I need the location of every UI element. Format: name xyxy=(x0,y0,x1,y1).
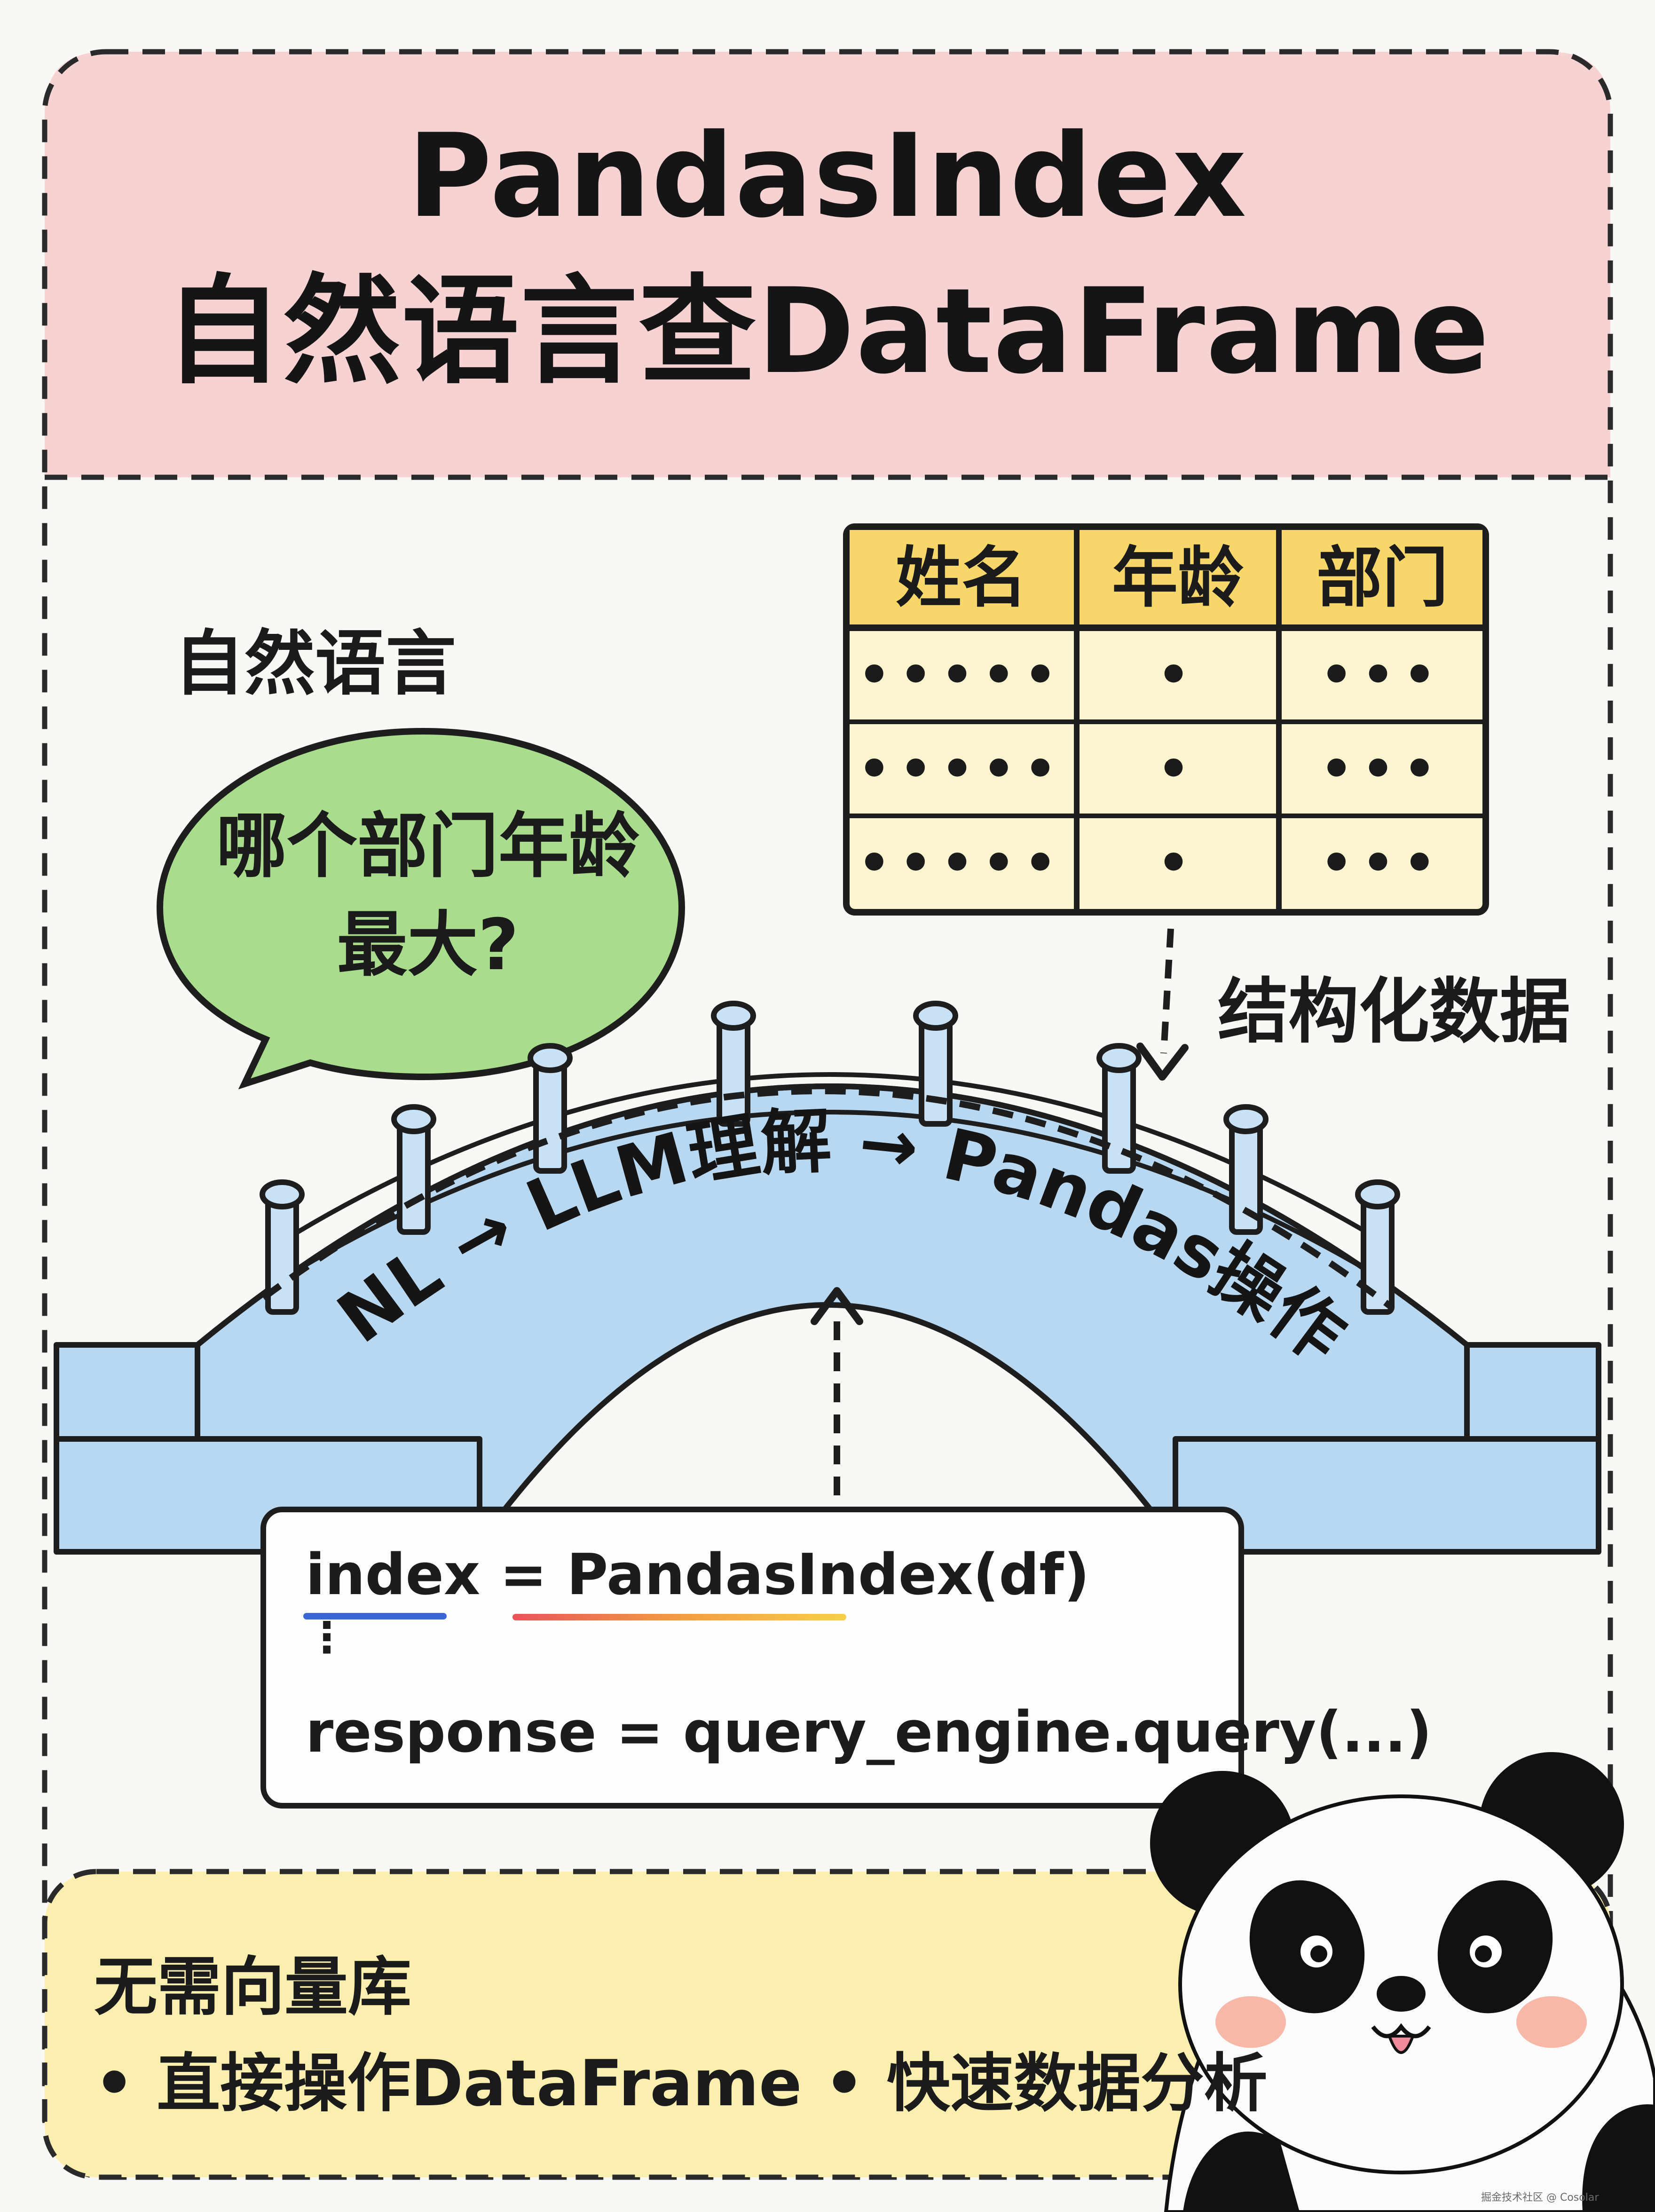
table-cell: ••• xyxy=(1320,645,1445,705)
panda-illustration xyxy=(1150,1752,1655,2212)
table-cell: • xyxy=(1157,739,1199,799)
code-line-response: response = query_engine.query(...) xyxy=(306,1700,1432,1765)
table-header-name: 姓名 xyxy=(895,540,1027,616)
table-cell: ••• xyxy=(1320,833,1445,893)
table-cell: ••••• xyxy=(858,645,1065,705)
table-cell: ••••• xyxy=(858,833,1065,893)
data-table xyxy=(843,523,1489,916)
speech-bubble-question: 哪个部门年龄最大? xyxy=(216,806,639,986)
structured-data-arrow xyxy=(1136,928,1189,1081)
table-cell: ••• xyxy=(1320,739,1445,799)
code-to-bridge-arrow xyxy=(811,1287,863,1495)
watermark: 掘金技术社区 @ Cosolar xyxy=(1481,2192,1599,2204)
code-box xyxy=(260,1507,1244,1809)
index-underline xyxy=(303,1613,447,1620)
speech-bubble xyxy=(156,727,686,1090)
pandasindex-underline xyxy=(512,1614,846,1620)
bridge xyxy=(54,1001,1601,1555)
code-line-index: index = PandasIndex(df) xyxy=(306,1542,1090,1608)
code-line-ellipsis: ⋮ xyxy=(306,1613,348,1662)
table-header-dept: 部门 xyxy=(1316,540,1448,616)
header-box xyxy=(45,52,1610,477)
table-header-age: 年龄 xyxy=(1111,540,1244,616)
page-subtitle: 自然语言查DataFrame xyxy=(165,263,1490,400)
page-title: PandasIndex xyxy=(407,109,1248,243)
natural-language-label: 自然语言 xyxy=(174,623,457,705)
structured-data-label: 结构化数据 xyxy=(1218,971,1571,1053)
bottom-features: • 直接操作DataFrame • 快速数据分析 xyxy=(94,2046,1268,2120)
bottom-highlight: 无需向量库 xyxy=(94,1950,411,2024)
table-cell: • xyxy=(1157,645,1199,705)
outer-dashed-frame xyxy=(42,49,1613,2180)
table-cell: • xyxy=(1157,833,1199,893)
table-cell: ••••• xyxy=(858,739,1065,799)
